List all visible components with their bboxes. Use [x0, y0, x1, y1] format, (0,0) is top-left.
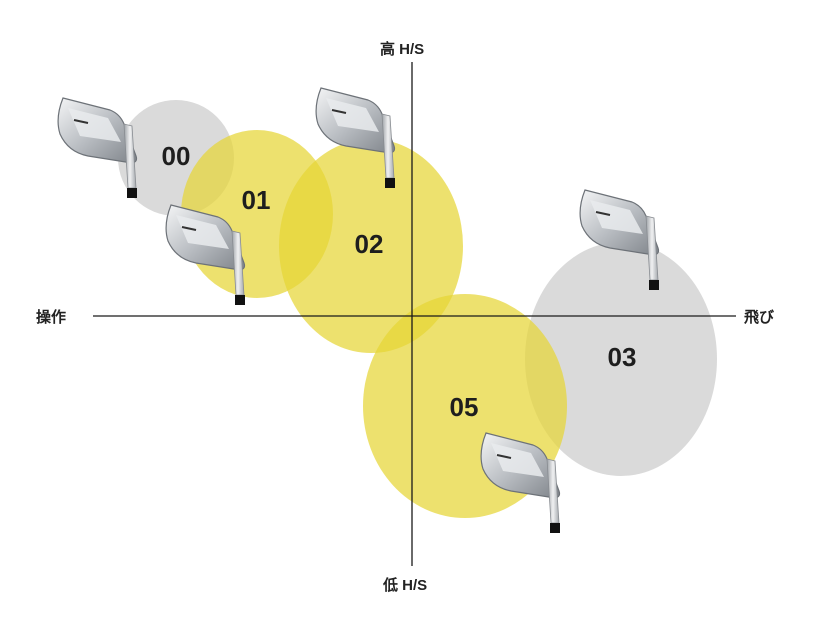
bubble-02 — [279, 139, 463, 353]
model-label-01: 01 — [242, 185, 271, 215]
bubble-03 — [525, 242, 717, 476]
axis-label-control: 操作 — [36, 309, 67, 326]
model-label-00: 00 — [162, 141, 191, 171]
axis-label-high-hs: 高 H/S — [380, 41, 425, 58]
axis-label-low-hs: 低 H/S — [383, 577, 428, 594]
axis-label-distance: 飛び — [744, 309, 775, 326]
model-label-03: 03 — [608, 342, 637, 372]
model-label-02: 02 — [355, 229, 384, 259]
model-label-05: 05 — [450, 392, 479, 422]
